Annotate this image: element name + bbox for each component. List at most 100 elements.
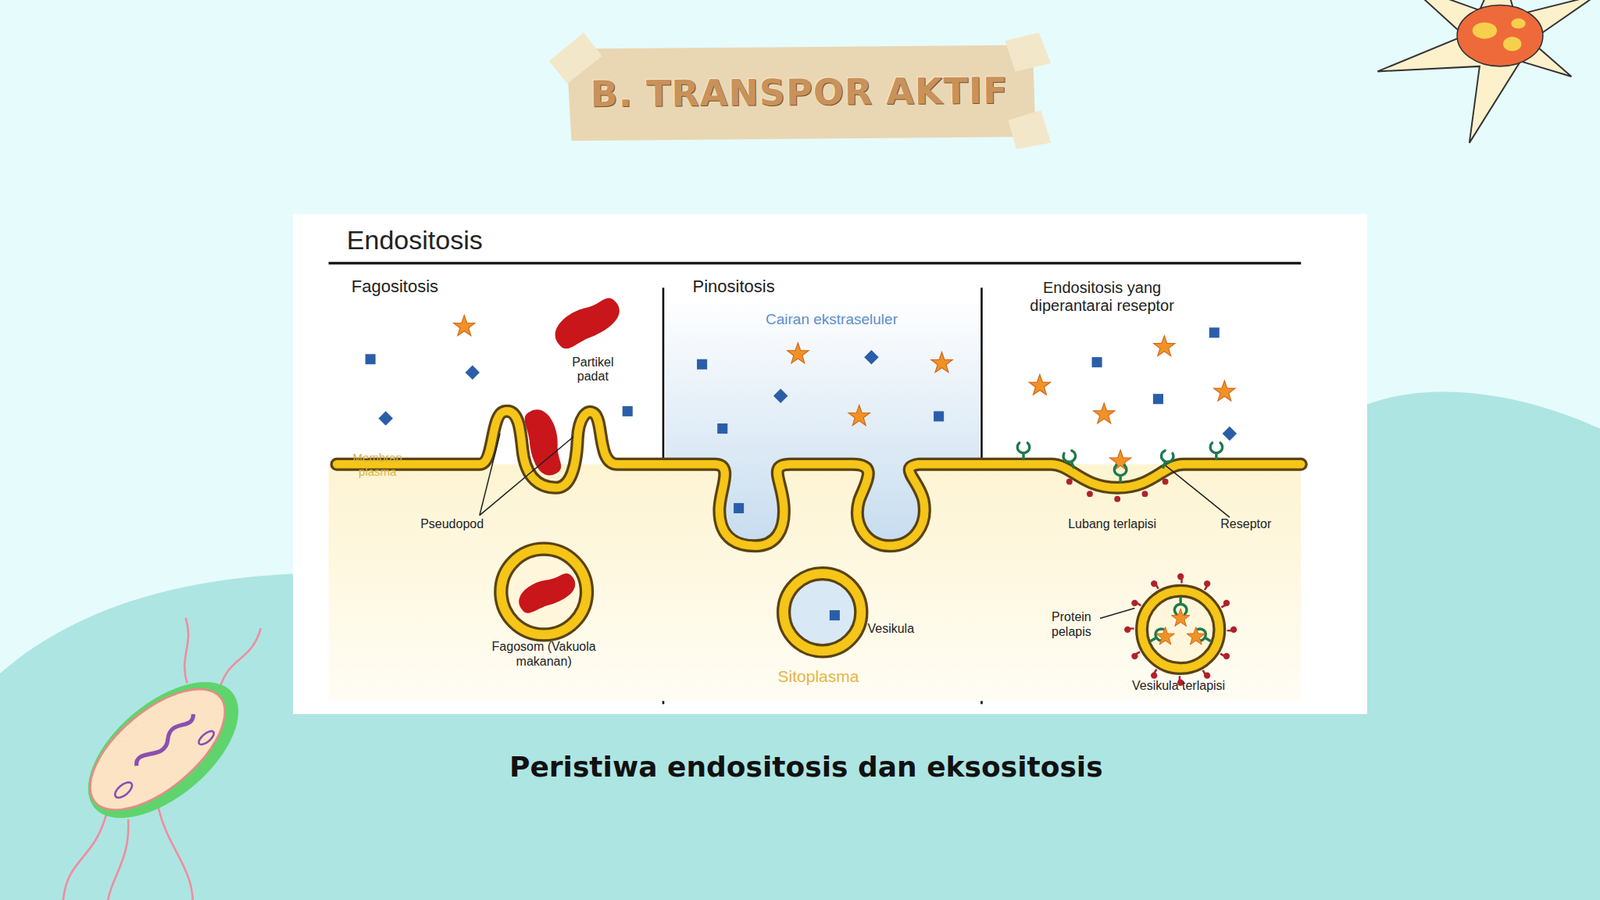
receptor-symbol xyxy=(1174,597,1186,615)
solute-square xyxy=(378,410,393,425)
figure-heading: Endositosis xyxy=(346,225,483,256)
heading-rule xyxy=(328,261,1302,265)
figure-panel: Endositosis xyxy=(292,214,1368,715)
column-divider xyxy=(980,287,983,704)
coat-protein xyxy=(1114,496,1121,503)
coat-protein xyxy=(1124,626,1131,633)
coat-protein xyxy=(1230,626,1237,633)
cytoplasm-area xyxy=(328,464,1302,701)
solute-square xyxy=(773,389,788,404)
solute-star xyxy=(931,352,953,373)
solute-star xyxy=(1171,608,1190,626)
coat-dots xyxy=(1124,573,1237,686)
coated-vesicle xyxy=(1124,573,1237,686)
bacterium-plasmid xyxy=(196,728,217,747)
vesicle-core xyxy=(1142,590,1220,668)
solid-particle xyxy=(548,293,626,352)
coat-protein xyxy=(1150,671,1158,679)
solute-star xyxy=(848,405,870,426)
cell-nucleus xyxy=(1457,5,1543,67)
column-divider xyxy=(662,287,665,704)
column-heading: Pinositosis xyxy=(692,276,775,297)
cell-decoration xyxy=(1377,0,1597,143)
part-label: Lubang terlapisi xyxy=(1067,517,1157,532)
solute-star xyxy=(1186,627,1206,645)
solute-star xyxy=(1214,380,1236,401)
solute-star xyxy=(1109,450,1131,471)
plasma-membrane xyxy=(336,410,1301,547)
solute-square xyxy=(464,364,479,379)
vesicle-outline xyxy=(1142,590,1220,668)
receptor-symbol xyxy=(1147,627,1168,647)
column-heading: Fagositosis xyxy=(351,276,439,297)
banner-paper xyxy=(566,44,1036,141)
solute-star xyxy=(1156,627,1175,645)
receptor-symbol xyxy=(1192,627,1214,647)
coat-protein xyxy=(1223,600,1230,607)
cell-organelle xyxy=(1472,22,1497,40)
vesicle-core xyxy=(500,549,587,636)
coat-protein xyxy=(1177,573,1184,580)
receptor-symbol xyxy=(1017,442,1029,460)
solid-particle xyxy=(514,570,580,616)
bacterium-wall xyxy=(64,656,262,844)
solute-square xyxy=(717,423,728,434)
solute-star xyxy=(1093,403,1115,424)
cell-organelle xyxy=(1510,18,1525,29)
coat-protein xyxy=(1066,478,1073,486)
coat-protein xyxy=(1131,600,1138,607)
cell-body xyxy=(1377,0,1597,143)
solute-square xyxy=(1153,393,1164,404)
solute-square xyxy=(864,350,879,365)
bacterium-plasmid xyxy=(112,779,135,801)
coat-protein xyxy=(1086,490,1093,497)
leader-line xyxy=(1100,607,1135,618)
pit-coat-proteins xyxy=(1066,478,1169,503)
banner-tape xyxy=(1007,110,1051,150)
coat-protein xyxy=(1162,478,1169,486)
pinocytic-vesicle xyxy=(783,573,861,651)
receptor-symbol xyxy=(1210,442,1222,460)
part-label: Vesikula xyxy=(867,621,915,636)
vesicle-outline xyxy=(500,549,587,636)
solute-square xyxy=(622,406,633,417)
solute-square xyxy=(1222,426,1237,441)
solute-star xyxy=(453,315,475,336)
solute-star xyxy=(1028,374,1050,395)
receptor-symbol xyxy=(1114,465,1126,483)
phagosome xyxy=(500,549,587,636)
coat-protein xyxy=(1150,580,1158,587)
bacterium-dna xyxy=(133,712,199,769)
receptor-symbol xyxy=(1062,450,1080,470)
coat-protein xyxy=(1223,653,1230,660)
membrane-core xyxy=(336,410,1301,547)
part-label: Pseudopod xyxy=(420,517,484,532)
solute-square xyxy=(933,410,944,422)
coat-protein xyxy=(1131,653,1138,660)
coat-protein xyxy=(1142,490,1149,497)
solute-star xyxy=(787,342,809,364)
region-label: Cairan ekstraseluler xyxy=(765,310,898,329)
vesicle-core xyxy=(783,573,861,651)
solute-star xyxy=(1153,335,1175,357)
leader-lines xyxy=(479,433,1230,618)
solute-square xyxy=(696,359,708,370)
part-label: Partikel padat xyxy=(561,354,625,384)
solid-particle xyxy=(523,407,565,479)
membrane-receptors xyxy=(1017,442,1222,483)
phagocytosis-particles xyxy=(365,293,633,479)
slide-title: B. TRANSPOR AKTIF xyxy=(589,68,1008,115)
solute-square xyxy=(1209,327,1220,338)
solute-square xyxy=(829,610,840,621)
part-label: Protein pelapis xyxy=(1039,610,1103,640)
receptor-particles xyxy=(1028,327,1237,471)
pinocytosis-particles xyxy=(696,342,953,514)
coat-protein xyxy=(1203,671,1211,679)
leader-line xyxy=(1165,465,1230,518)
solute-square xyxy=(365,353,376,365)
solute-square xyxy=(733,503,744,514)
leader-line xyxy=(479,433,500,515)
solute-square xyxy=(1092,357,1103,368)
cell-organelle xyxy=(1503,36,1522,51)
membrane-outline xyxy=(336,410,1301,547)
